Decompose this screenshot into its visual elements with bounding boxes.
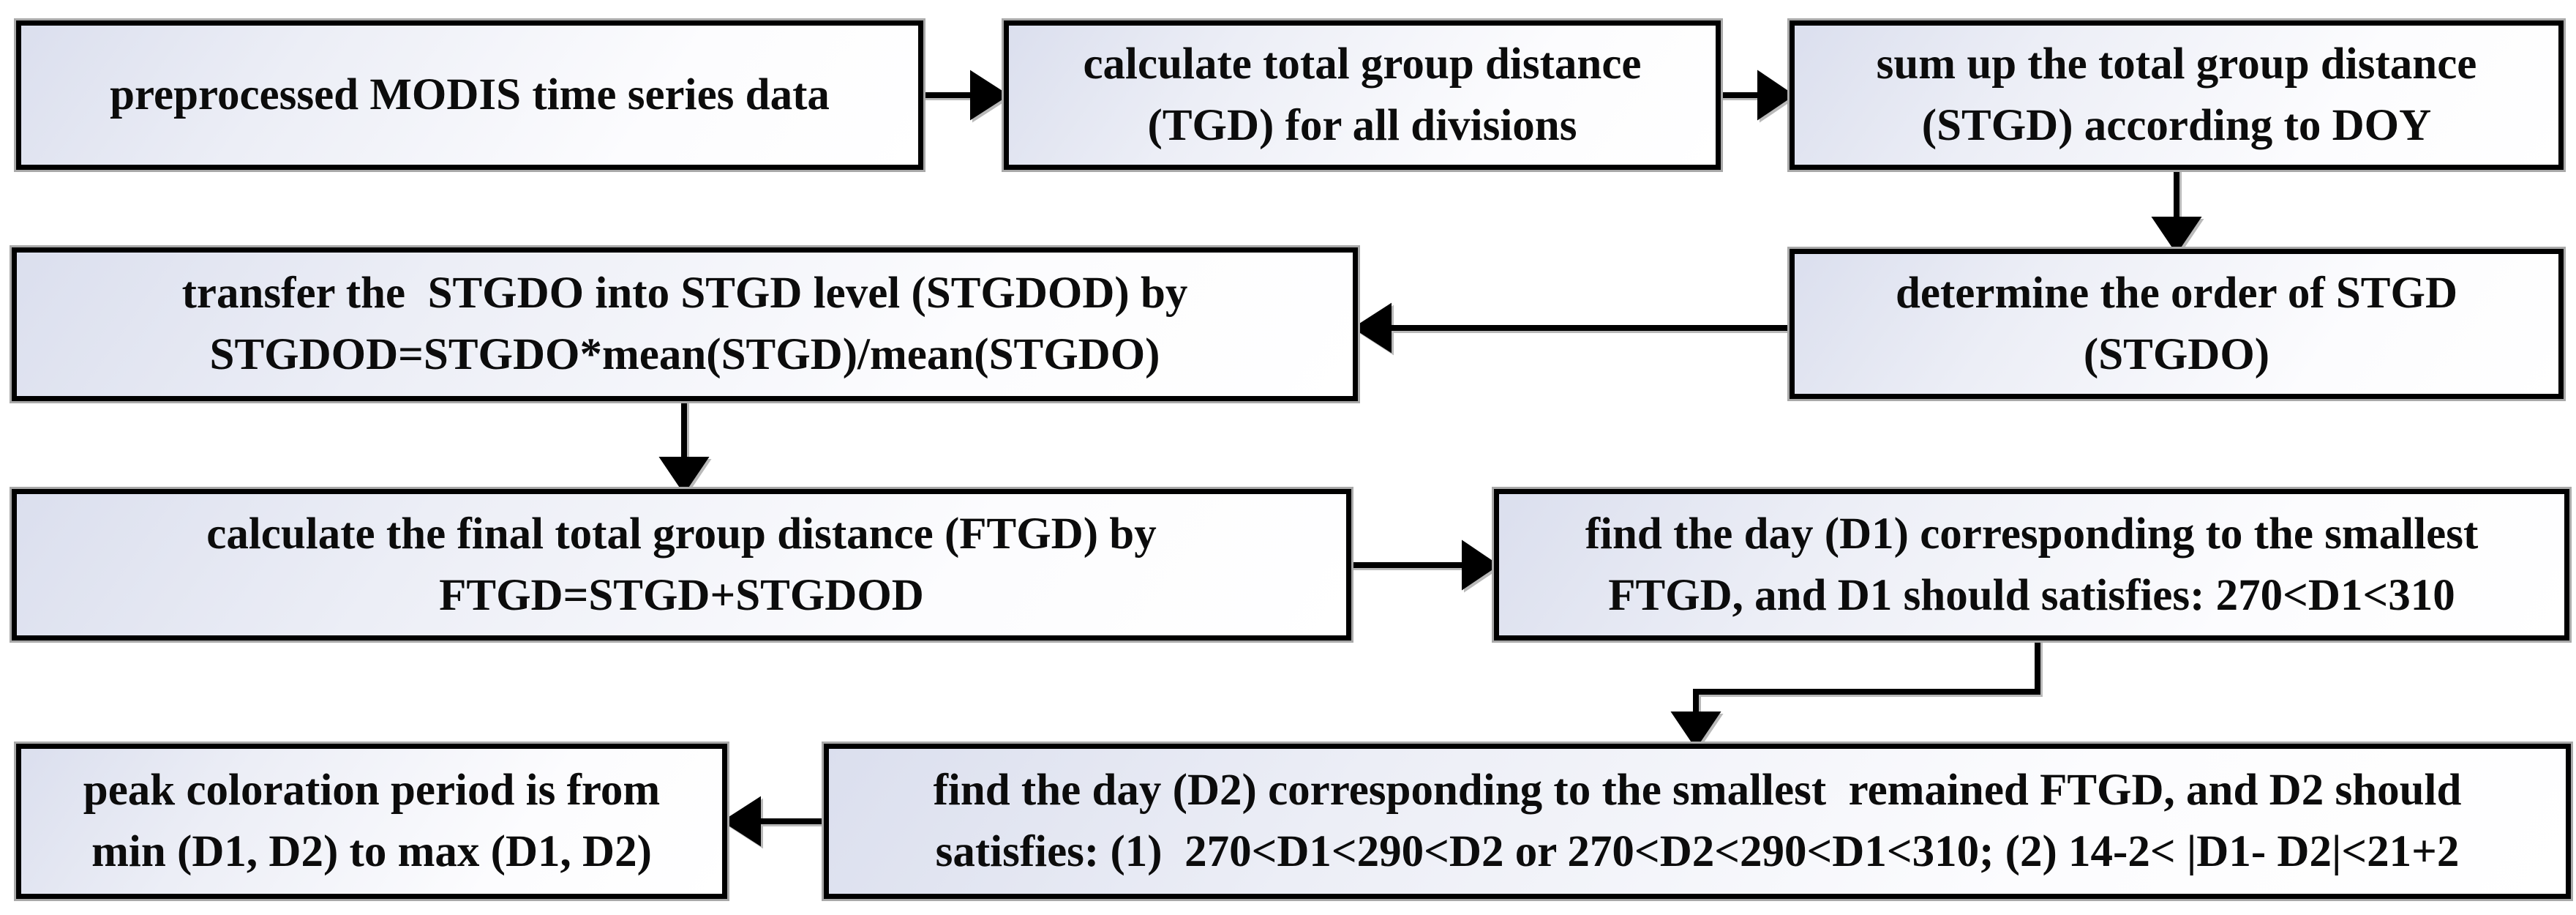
arrow-stgdod-to-ftgd [658, 401, 710, 495]
arrow-d2-to-peak [721, 796, 824, 847]
box-text-line: calculate the final total group distance… [206, 509, 1157, 559]
flow-box-calculate-ftgd: calculate the final total group distance… [10, 487, 1353, 643]
box-text-line: (STGD) according to DOY [1921, 101, 2432, 150]
flow-box-find-d2: find the day (D2) corresponding to the s… [822, 742, 2573, 901]
flow-box-calculate-tgd: calculate total group distance (TGD) for… [1002, 18, 1723, 172]
box-text-line: FTGD, and D1 should satisfies: 270<D1<31… [1608, 570, 2455, 620]
box-text-line: satisfies: (1) 270<D1<290<D2 or 270<D2<2… [935, 827, 2460, 876]
flow-box-transfer-stgdod: transfer the STGDO into STGD level (STGD… [10, 245, 1360, 403]
flow-box-preprocessed-data: preprocessed MODIS time series data [14, 18, 925, 172]
box-text-line: calculate total group distance [1083, 40, 1642, 89]
box-text-line: min (D1, D2) to max (D1, D2) [91, 827, 652, 876]
arrow-stgd-to-stgdo [2151, 170, 2202, 255]
flow-box-sum-stgd: sum up the total group distance (STGD) a… [1787, 18, 2566, 172]
flow-box-determine-stgdo: determine the order of STGD (STGDO) [1787, 247, 2566, 401]
box-text-line: FTGD=STGD+STGDOD [439, 570, 924, 620]
flow-box-peak-coloration-period: peak coloration period is from min (D1, … [14, 742, 729, 901]
arrow-stgdo-to-stgdod [1352, 302, 1790, 354]
flow-box-find-d1: find the day (D1) corresponding to the s… [1492, 487, 2572, 643]
arrow-tgd-to-stgd [1721, 70, 1795, 121]
box-text-line: (TGD) for all divisions [1147, 101, 1577, 150]
arrow-ftgd-to-d1 [1351, 539, 1500, 591]
box-text-line: (STGDO) [2083, 329, 2270, 379]
box-text-line: determine the order of STGD [1895, 268, 2457, 318]
box-text-line: transfer the STGDO into STGD level (STGD… [181, 269, 1188, 318]
box-text-line: find the day (D2) corresponding to the s… [933, 766, 2462, 815]
box-text-line: preprocessed MODIS time series data [110, 70, 830, 119]
arrow-d1-to-d2 [1670, 640, 2040, 750]
box-text-line: sum up the total group distance [1876, 40, 2477, 89]
box-text-line: find the day (D1) corresponding to the s… [1585, 509, 2479, 559]
arrow-preprocessed-to-tgd [923, 70, 1010, 121]
box-text-line: STGDOD=STGDO*mean(STGD)/mean(STGDO) [209, 330, 1160, 379]
box-text-line: peak coloration period is from [83, 766, 661, 815]
